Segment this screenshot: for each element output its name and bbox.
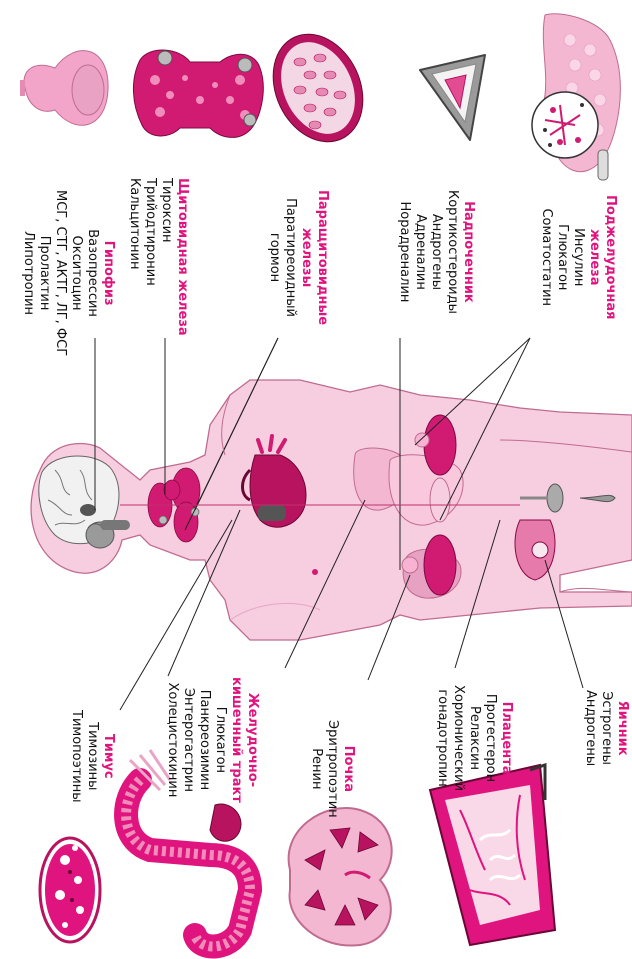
thymus-hormone-1: Тимозины [84,710,100,803]
label-gi-tract: Желудочно- кишечный тракт Глюкагон Панкр… [164,677,260,803]
thyroid-hormone-3: Кальцитонин [126,178,142,336]
pancreas-hormone-3: Соматостатин [538,195,554,320]
hypophysis-hormone-3: МСГ, СТГ, АКТГ, ЛГ, ФСГ [52,190,68,356]
thymus-title: Тимус [100,710,116,803]
kidney-hormone-1: Эритропоэтин [324,720,340,818]
parathyroid-title-1: Паращитовидные [314,190,330,325]
adrenal-icon [420,55,485,140]
navel [312,569,318,575]
placenta-hormone-1: Прогестерон [482,685,498,791]
ovary-title: Яичник [614,690,630,766]
kidney-icon [289,808,392,945]
label-hypophysis: Гипофиз Вазопрессин Окситоцин МСГ, СТГ, … [20,190,116,356]
label-thyroid: Щитовидная железа Тироксин Трийодтиронин… [126,178,190,336]
thymus-icon [40,838,100,942]
pancreas-hormone-2: Глюкагон [554,195,570,320]
hypophysis-hormone-4: Пролактин [36,190,52,356]
thyroid-hormone-2: Трийодтиронин [142,178,158,336]
pancreas-title-1: Поджелудочная [602,195,618,320]
pancreas-title-2: железа [586,195,602,320]
label-kidney: Почка Эритропоэтин Ренин [308,720,356,818]
label-adrenal: Надпочечник Кортикостероиды Андрогены Ад… [396,190,476,314]
label-pancreas: Поджелудочная железа Инсулин Глюкагон Со… [538,195,618,320]
kidney-title: Почка [340,720,356,818]
gi-tract-hormone-3: Энтерогастрин [180,677,196,803]
gi-tract-title-2: кишечный тракт [228,677,244,803]
parathyroid-title-2: железы [298,190,314,325]
ovary-hormone-1: Эстрогены [598,690,614,766]
placenta-hormone-2: Релаксин [466,685,482,791]
gi-tract-title-1: Желудочно- [244,677,260,803]
label-thymus: Тимус Тимозины Тимопоэтины [68,710,116,803]
hypophysis-icon [20,51,108,126]
hypophysis-title: Гипофиз [100,190,116,356]
hypophysis-hormone-5: Липотропин [20,190,36,356]
label-ovary: Яичник Эстрогены Андрогены [582,690,630,766]
kidney-hormone-2: Ренин [308,720,324,818]
placenta-hormone-3: Хорионический [450,685,466,791]
gi-tract-hormone-4: Холецистокинин [164,677,180,803]
label-parathyroid: Паращитовидные железы Паратиреоидный гор… [266,190,330,325]
thyroid-hormone-1: Тироксин [158,178,174,336]
thyroid-title: Щитовидная железа [174,178,190,336]
ovary-hormone-2: Андрогены [582,690,598,766]
hypophysis-hormone-2: Окситоцин [68,190,84,356]
hypophysis-hormone-1: Вазопрессин [84,190,100,356]
pancreas-icon [532,14,620,180]
adrenal-hormone-4: Норадреналин [396,190,412,314]
placenta-hormone-4: гонадотропин [434,685,450,791]
adrenal-title: Надпочечник [460,190,476,314]
adrenal-hormone-1: Кортикостероиды [444,190,460,314]
parathyroid-hormone-2: гормон [266,190,282,325]
adrenal-hormone-2: Андрогены [428,190,444,314]
gi-tract-hormone-2: Панкреозимин [196,677,212,803]
parathyroid-hormone-1: Паратиреоидный [282,190,298,325]
body-silhouette [31,380,632,640]
thyroid-icon [133,50,263,137]
placenta-title: Плацента [498,685,514,791]
pancreas-hormone-1: Инсулин [570,195,586,320]
label-placenta: Плацента Прогестерон Релаксин Хорионичес… [434,685,514,791]
placenta-icon [430,765,555,945]
parathyroid-icon [256,19,379,156]
adrenal-hormone-3: Адреналин [412,190,428,314]
gi-tract-hormone-1: Глюкагон [212,677,228,803]
thymus-hormone-2: Тимопоэтины [68,710,84,803]
